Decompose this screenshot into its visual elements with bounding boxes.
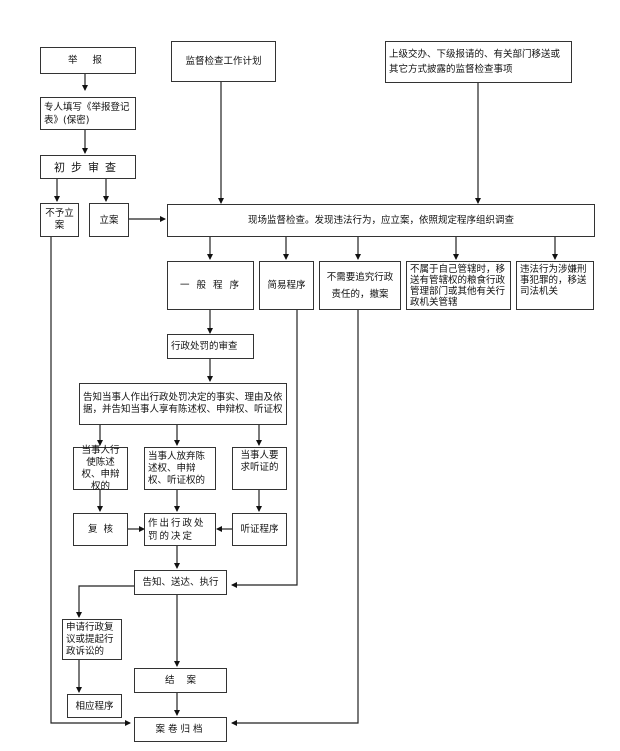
node-close-case: 结 案 [134, 668, 227, 693]
node-simple-procedure: 简易程序 [259, 261, 314, 310]
node-notify-party: 告知当事人作出行政处罚决定的事实、理由及依据，并告知当事人享有陈述权、申辩权、听… [79, 383, 287, 425]
node-inspection-plan: 监督检查工作计划 [171, 41, 276, 82]
node-exercise-rights: 当事人行使陈述权、申辩权的 [73, 445, 128, 492]
node-fill-form: 专人填写《举报登记表》(保密) [40, 97, 136, 130]
node-general-procedure: 一 般 程 序 [167, 261, 254, 310]
arrow-execute-to-appeal [76, 585, 134, 618]
node-prelim-review: 初步审查 [40, 155, 136, 179]
node-transfer-admin: 不属于自己管辖时，移送有管辖权的粮食行政管理部门或其他有关行政机关管辖 [406, 261, 511, 310]
arrow-nocase-to-archive [50, 236, 131, 726]
node-penalty-review: 行政处罚的审查 [167, 334, 254, 359]
node-corresponding-procedure: 相应程序 [67, 694, 122, 718]
node-archive: 案卷归档 [134, 717, 227, 742]
node-make-decision: 作出行政处罚的决定 [144, 513, 216, 546]
node-no-case: 不予立案 [40, 203, 79, 237]
arrow-noliab-to-archive [231, 309, 359, 726]
node-transfer-judicial: 违法行为涉嫌刑事犯罪的，移送司法机关 [516, 261, 594, 310]
node-recheck: 复 核 [73, 513, 128, 546]
node-no-liability: 不需要追究行政责任的，撤案 [319, 261, 401, 310]
node-other-sources: 上级交办、下级报请的、有关部门移送或其它方式披露的监督检查事项 [385, 41, 572, 83]
node-file-case: 立案 [89, 203, 129, 237]
node-report: 举 报 [40, 47, 136, 74]
node-request-hearing: 当事人要求听证的 [232, 447, 287, 490]
node-notify-deliver-execute: 告知、送达、执行 [134, 570, 227, 595]
node-waive-rights: 当事人放弃陈述权、申辩权、听证权的 [144, 447, 216, 490]
node-appeal: 申请行政复议或提起行政诉讼的 [62, 619, 122, 660]
node-onsite-inspection: 现场监督检查。发现违法行为，应立案，依照规定程序组织调查 [167, 204, 595, 237]
arrow-simple-to-execute [231, 309, 298, 588]
node-hearing-procedure: 听证程序 [232, 513, 287, 546]
